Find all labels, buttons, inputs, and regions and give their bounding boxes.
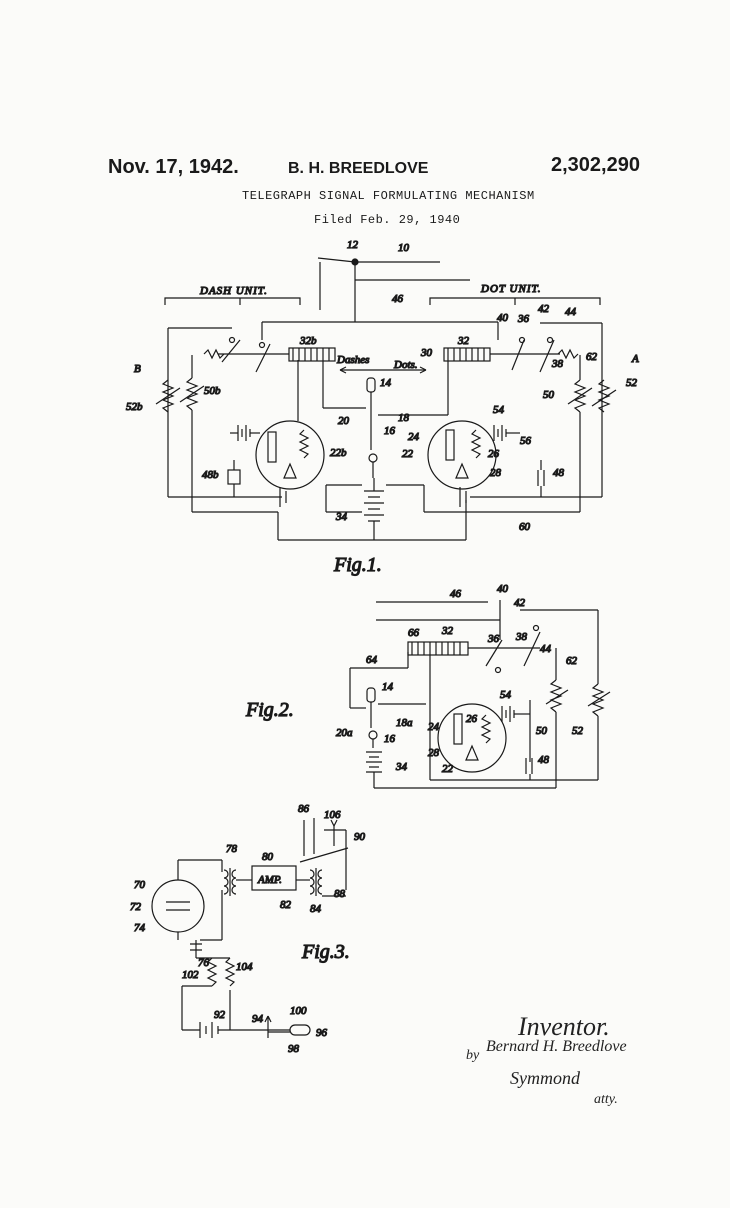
ref-fig3: 70 [134,879,146,891]
fig2-caption: Fig.2. [245,699,294,721]
ref-fig1: 56 [520,435,532,447]
dashes-label: Dashes [336,354,369,366]
ref-fig3: 100 [290,1005,307,1017]
ref-fig1: 46 [392,293,404,305]
attorney-signature: Symmond [510,1068,580,1089]
ref-fig2: 22 [442,763,454,775]
ref-fig3: 104 [236,961,253,973]
dots-label: Dots. [393,359,418,371]
atty-label: atty. [594,1092,618,1108]
ref-fig1: 18 [398,412,410,424]
dash-unit-label: DASH UNIT. [199,285,268,297]
ref-fig1: 60 [519,521,531,533]
ref-fig2: 36 [487,633,500,645]
ref-fig3: 98 [288,1043,300,1055]
ref-fig3: 96 [316,1027,328,1039]
by-label: by [466,1048,479,1064]
ref-fig1: 24 [408,431,420,443]
ref-fig3: 102 [182,969,199,981]
ref-fig2: 20a [336,727,353,739]
ref-fig2: 46 [450,588,462,600]
ref-fig3: 106 [324,809,341,821]
ref-fig2: 32 [441,625,454,637]
ref-fig2: 66 [408,627,420,639]
ref-fig2: 34 [395,761,408,773]
ref-fig2: 24 [428,721,440,733]
ref-fig3: 78 [226,843,238,855]
label-A: A [631,353,639,365]
ref-fig1: 16 [384,425,396,437]
ref-fig1: 42 [538,303,550,315]
inventor-signature: Bernard H. Breedlove [486,1038,627,1056]
ref-fig3: 92 [214,1009,226,1021]
ref-fig2: 14 [382,681,394,693]
fig1-caption: Fig.1. [333,554,382,576]
ref-fig1: 12 [347,239,359,251]
ref-fig2: 64 [366,654,378,666]
ref-fig1: 32 [457,335,470,347]
ref-fig1: 26 [488,448,500,460]
dot-unit-label: DOT UNIT. [480,283,542,295]
ref-fig1: 52b [126,401,143,413]
ref-fig1: 48b [202,469,219,481]
ref-fig3: 86 [298,803,310,815]
ref-fig1: 50 [543,389,555,401]
ref-fig1: 22 [402,448,414,460]
ref-fig2: 38 [515,631,528,643]
label-B: B [134,363,141,375]
ref-fig3: 74 [134,922,146,934]
ref-fig3: 88 [334,888,346,900]
ref-fig3: 82 [280,899,292,911]
ref-fig2: 54 [500,689,512,701]
ref-fig1: 48 [553,467,565,479]
ref-fig3: 84 [310,903,322,915]
amp-label: AMP. [257,874,282,886]
ref-fig1: 22b [330,447,347,459]
ref-fig3: 72 [130,901,142,913]
ref-fig2: 44 [540,643,552,655]
ref-fig1: 54 [493,404,505,416]
ref-fig3: 94 [252,1013,264,1025]
ref-fig2: 48 [538,754,550,766]
ref-fig3: 80 [262,851,274,863]
ref-fig1: 20 [338,415,350,427]
fig3-caption: Fig.3. [301,941,350,963]
ref-fig2: 42 [514,597,526,609]
ref-fig1: 52 [626,377,638,389]
ref-fig1: 28 [490,467,502,479]
ref-fig3: 76 [198,957,210,969]
ref-fig1: 32b [299,335,317,347]
ref-fig1: 34 [335,511,348,523]
ref-fig2: 18a [396,717,413,729]
ref-fig1: 62 [586,351,598,363]
ref-fig2: 28 [428,747,440,759]
ref-fig2: 62 [566,655,578,667]
ref-fig2: 50 [536,725,548,737]
ref-fig2: 26 [466,713,478,725]
ref-fig1: 44 [565,306,577,318]
ref-fig1: 10 [398,242,410,254]
ref-fig2: 40 [497,583,509,595]
ref-fig1: 50b [204,385,221,397]
fig3-diagram [152,818,348,1038]
ref-fig1: 38 [551,358,564,370]
ref-fig3: 90 [354,831,366,843]
ref-fig1: 14 [380,377,392,389]
ref-fig1: 40 [497,312,509,324]
ref-fig2: 16 [384,733,396,745]
ref-fig1: 36 [517,313,530,325]
fig2-diagram [350,600,610,788]
ref-fig1: 30 [420,347,433,359]
ref-fig2: 52 [572,725,584,737]
